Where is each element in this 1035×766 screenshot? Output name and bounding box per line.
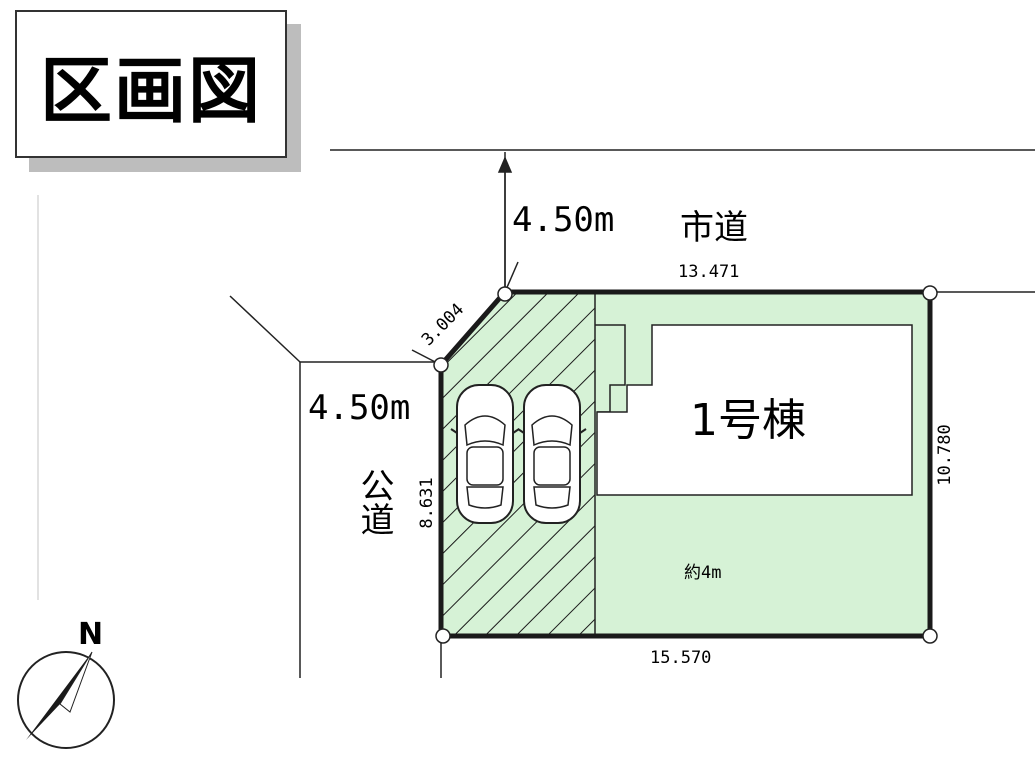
building-label: 1号棟 xyxy=(690,395,806,446)
car-icon xyxy=(450,384,520,524)
title-box: 区画図 xyxy=(15,10,287,158)
compass-label: N xyxy=(78,617,104,652)
dimension-left: 8.631 xyxy=(417,477,437,529)
page-title: 区画図 xyxy=(39,48,262,133)
dimension-right: 10.780 xyxy=(935,424,955,486)
marker-sw xyxy=(435,628,451,644)
boundary-markers xyxy=(433,285,938,644)
marker-ne xyxy=(497,286,513,302)
north-road-name: 市道 xyxy=(680,208,748,248)
lot-boundary xyxy=(438,289,933,639)
compass-icon xyxy=(17,651,115,749)
dimension-bottom: 15.570 xyxy=(650,648,712,668)
marker-e xyxy=(922,285,938,301)
north-road-arrowhead xyxy=(497,156,513,173)
west-road-name: 公道 xyxy=(354,468,394,536)
north-road-width: 4.50m xyxy=(512,200,615,240)
parking-area xyxy=(441,292,595,636)
corner-cut-extension xyxy=(229,295,301,363)
marker-w xyxy=(433,357,449,373)
dimension-top: 13.471 xyxy=(678,262,740,282)
west-road-width: 4.50m xyxy=(308,388,411,428)
car-icon xyxy=(517,384,587,524)
building-footprint xyxy=(596,324,913,496)
setback-label: 約4m xyxy=(684,563,722,583)
marker-se xyxy=(922,628,938,644)
